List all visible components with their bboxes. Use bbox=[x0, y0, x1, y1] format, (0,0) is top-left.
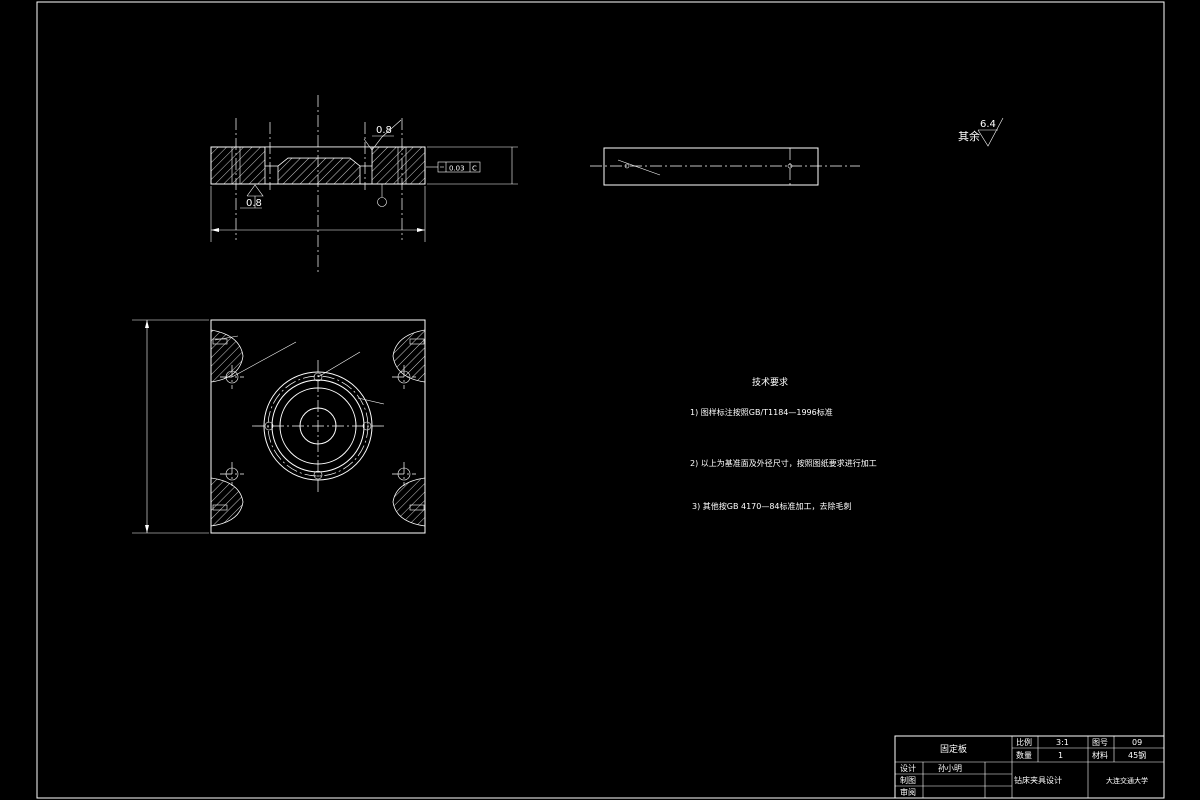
quantity-label: 数量 bbox=[1016, 750, 1032, 760]
flatness-datum: C bbox=[472, 165, 477, 173]
tech-req-item-2: 2) 以上为基准面及外径尺寸，按照图纸要求进行加工 bbox=[690, 458, 877, 468]
flatness-value: 0.03 bbox=[449, 165, 465, 173]
drawing-no-value: 09 bbox=[1132, 738, 1142, 747]
roughness-bottom-label: 0.8 bbox=[246, 198, 262, 209]
plan-view bbox=[132, 319, 426, 534]
drafter-label: 制图 bbox=[900, 775, 916, 785]
material-value: 45钢 bbox=[1128, 750, 1146, 760]
quantity-value: 1 bbox=[1058, 751, 1063, 760]
designer-name: 孙小明 bbox=[938, 763, 962, 773]
drawing-no-label: 图号 bbox=[1092, 738, 1108, 747]
reviewer-label: 审阅 bbox=[900, 787, 916, 797]
scale-value: 3:1 bbox=[1056, 738, 1069, 747]
front-section-view: 0.03 C 0.8 0.8 bbox=[210, 95, 518, 272]
scale-label: 比例 bbox=[1016, 737, 1032, 747]
technical-requirements: 技术要求 1) 图样标注按照GB/T1184—1996标准 2) 以上为基准面及… bbox=[690, 376, 877, 511]
tech-req-item-1: 1) 图样标注按照GB/T1184—1996标准 bbox=[690, 407, 833, 417]
roughness-top-label: 0.8 bbox=[376, 125, 392, 136]
side-view bbox=[590, 147, 860, 186]
roughness-other-prefix: 其余 bbox=[958, 129, 980, 143]
roughness-other-value: 6.4 bbox=[980, 119, 996, 130]
school-name: 大连交通大学 bbox=[1106, 776, 1148, 785]
title-block: 固定板 比例 3:1 图号 09 数量 1 材料 45钢 设计 孙小明 制图 审… bbox=[894, 735, 1165, 799]
project-title: 钻床夹具设计 bbox=[1014, 775, 1062, 785]
general-roughness-note: 其余 6.4 bbox=[958, 117, 1004, 147]
tech-req-title: 技术要求 bbox=[752, 376, 788, 388]
tech-req-item-3: 3) 其他按GB 4170—84标准加工，去除毛刺 bbox=[692, 501, 852, 511]
drawing-frame bbox=[36, 1, 1165, 799]
part-name: 固定板 bbox=[940, 743, 967, 755]
material-label: 材料 bbox=[1092, 750, 1108, 760]
designer-label: 设计 bbox=[900, 763, 916, 773]
